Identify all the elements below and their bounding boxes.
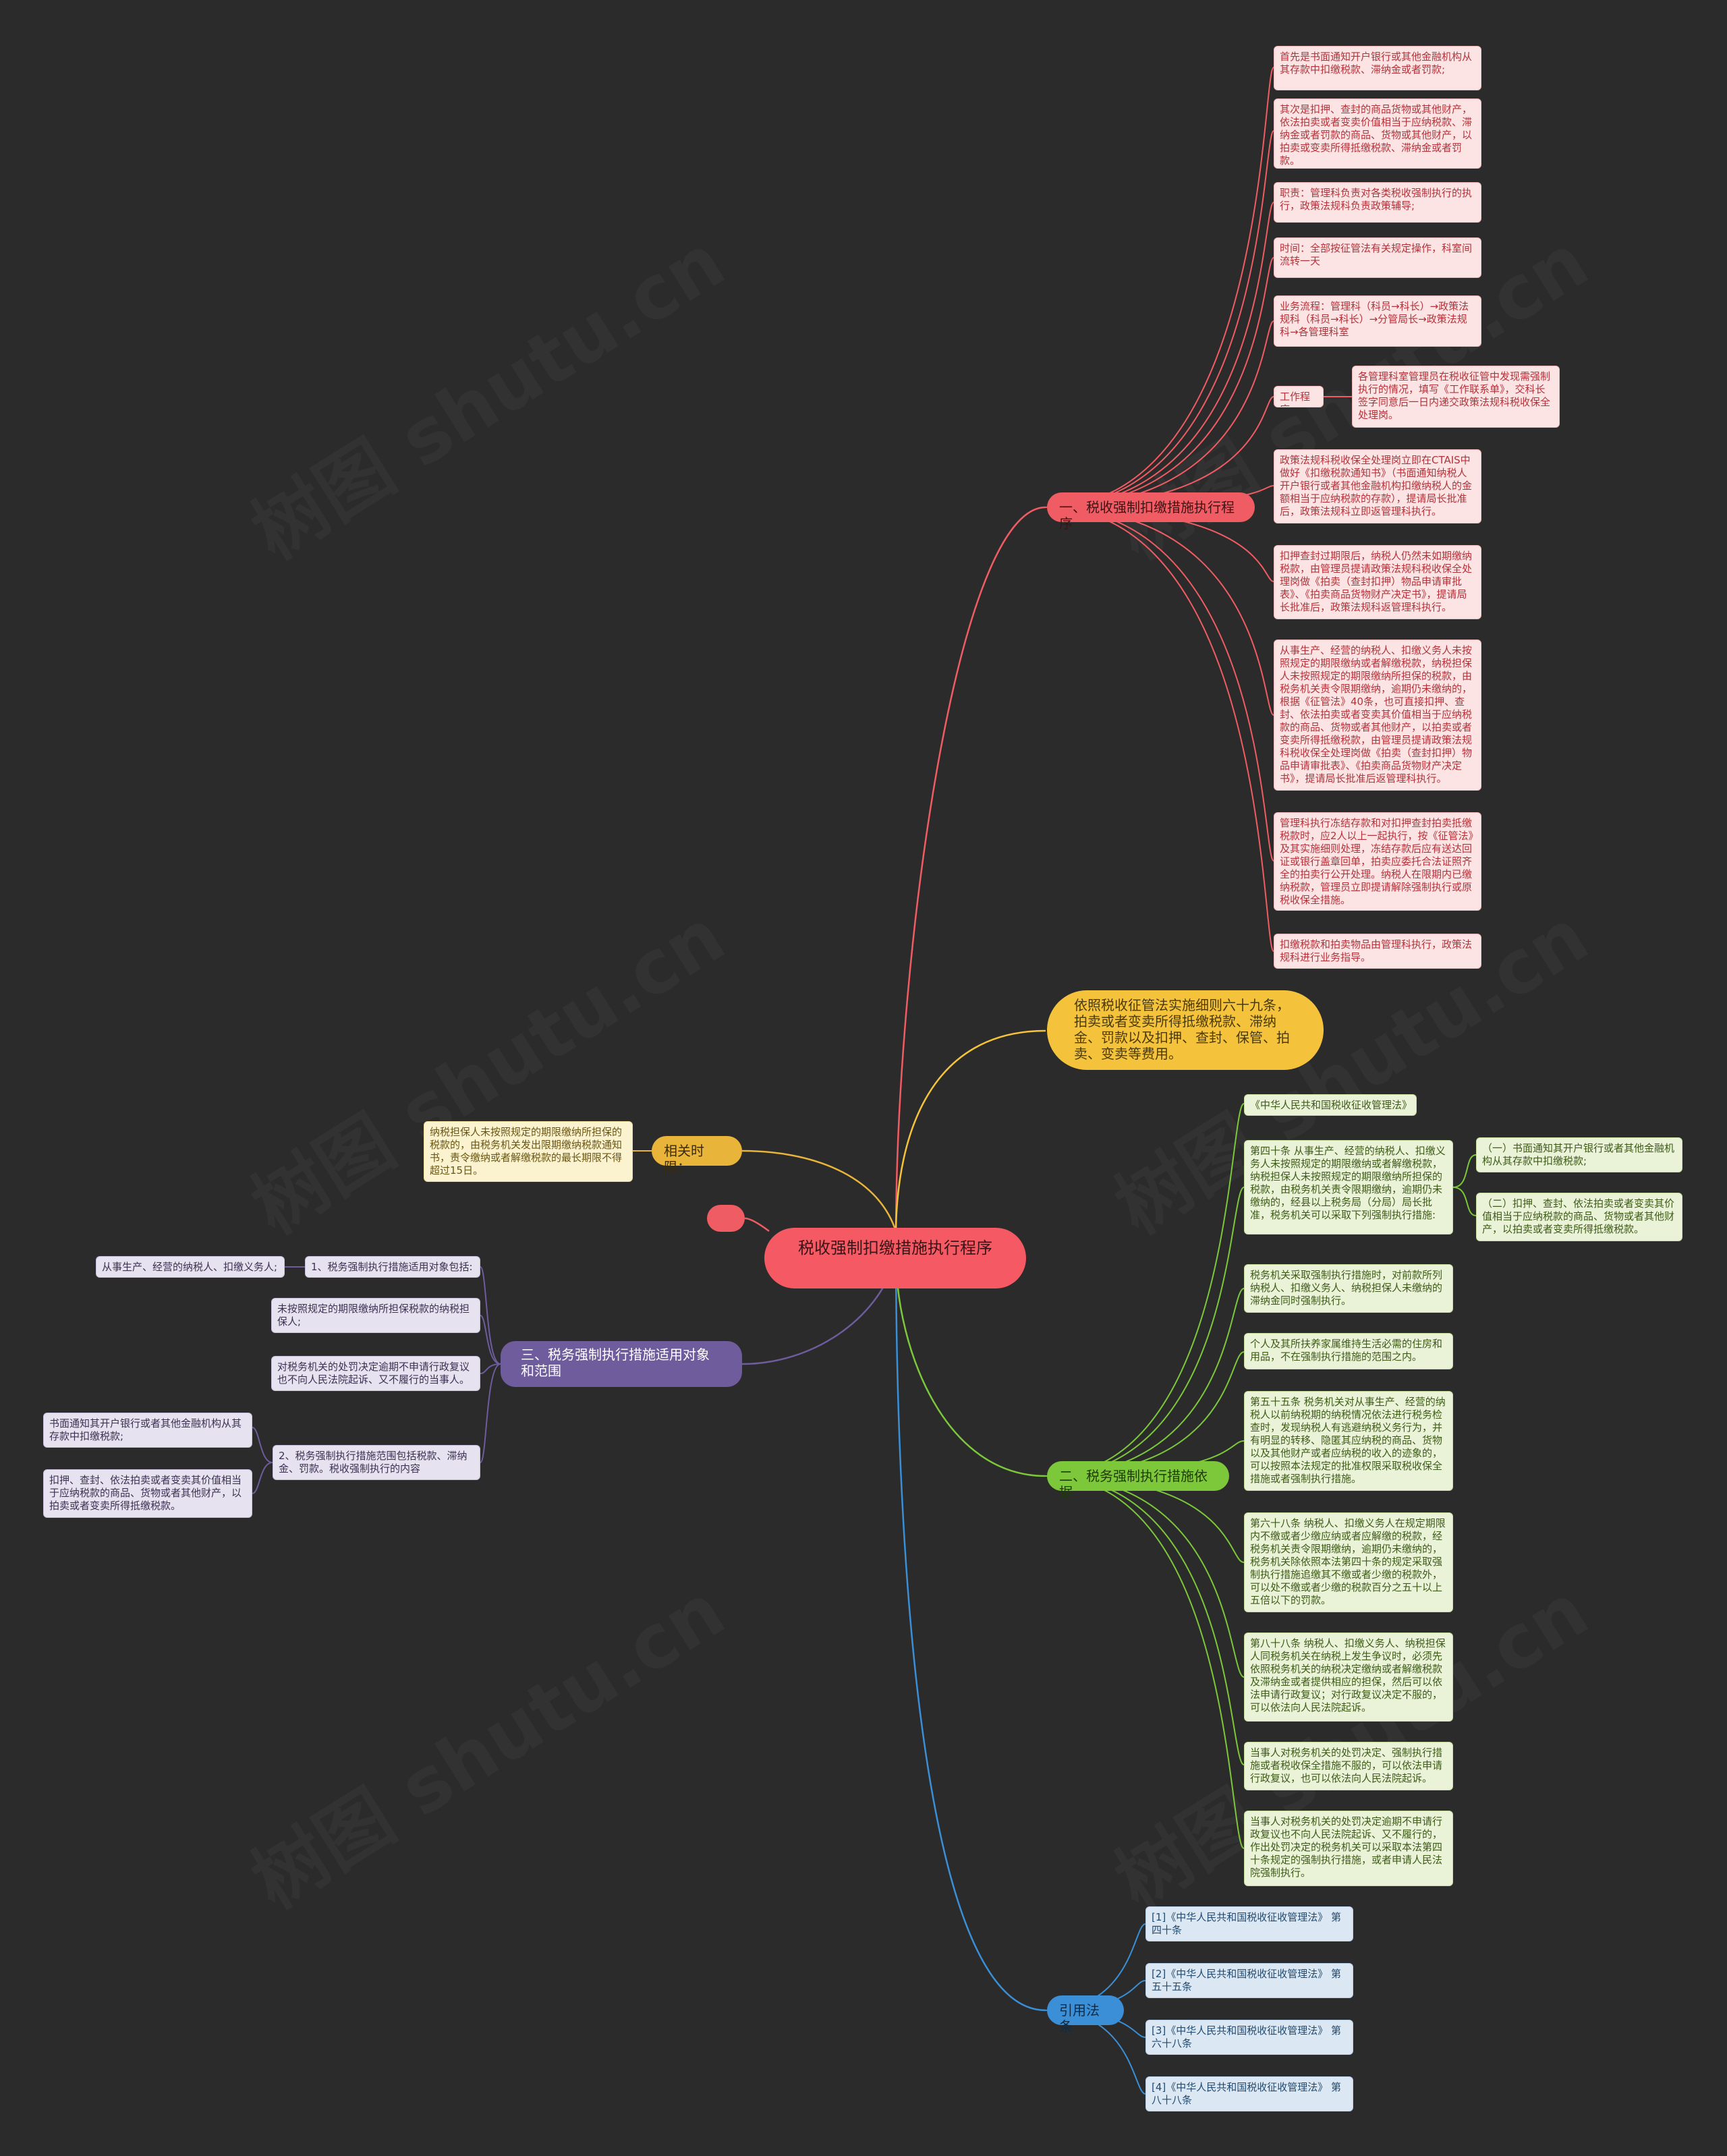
branch-scope[interactable]: 三、税务强制执行措施适用对象和范围 bbox=[501, 1341, 742, 1387]
b1-item[interactable]: 业务流程：管理科（科员→科长）→政策法规科（科员→科长）→分管局长→政策法规科→… bbox=[1274, 295, 1481, 347]
b2-item[interactable]: 第四十条 从事生产、经营的纳税人、扣缴义务人未按照规定的期限缴纳或者解缴税款，纳… bbox=[1244, 1140, 1453, 1235]
link-root-branch2 bbox=[895, 1257, 1046, 1477]
b2-item[interactable]: 第八十八条 纳税人、扣缴义务人、纳税担保人同税务机关在纳税上发生争议时，必须先依… bbox=[1244, 1633, 1453, 1722]
b1-subitem[interactable]: 各管理科室管理员在税收征管中发现需强制执行的情况，填写《工作联系单》，交科长签字… bbox=[1352, 366, 1560, 428]
branch-legal-basis[interactable]: 二、税务强制执行措施依据 bbox=[1047, 1461, 1229, 1500]
b2-item[interactable]: 第五十五条 税务机关对从事生产、经营的纳税人以前纳税期的纳税情况依法进行税务检查… bbox=[1244, 1391, 1453, 1491]
link-root-orange bbox=[741, 1150, 897, 1232]
b1-item[interactable]: 管理科执行冻结存款和对扣押查封拍卖抵缴税款时，应2人以上一起执行，按《征管法》及… bbox=[1274, 812, 1481, 911]
branch-time-limit[interactable]: 相关时限： bbox=[652, 1136, 742, 1175]
b3-item[interactable]: 1、税务强制执行措施适用对象包括: bbox=[305, 1256, 480, 1278]
b2-subitem[interactable]: （二）扣押、查封、依法拍卖或者变卖其价值相当于应纳税款的商品、货物或者其他财产，… bbox=[1476, 1193, 1682, 1241]
b1-item[interactable]: 扣押查封过期限后，纳税人仍然未如期缴纳税款，由管理员提请政策法规科税收保全处理岗… bbox=[1274, 545, 1481, 619]
b1-item[interactable]: 时间：全部按征管法有关规定操作，科室间流转一天 bbox=[1274, 237, 1481, 278]
root-node[interactable]: 税收强制扣缴措施执行程序 bbox=[764, 1228, 1026, 1288]
branch-enforcement-procedure[interactable]: 一、税收强制扣缴措施执行程序 bbox=[1047, 492, 1255, 532]
b1-item[interactable]: 其次是扣押、查封的商品货物或其他财产，依法拍卖或者变卖价值相当于应纳税款、滞纳金… bbox=[1274, 98, 1481, 169]
b2-item[interactable]: 税务机关采取强制执行措施时，对前款所列纳税人、扣缴义务人、纳税担保人未缴纳的滞纳… bbox=[1244, 1264, 1453, 1313]
b2-item[interactable]: 《中华人民共和国税收征收管理法》 bbox=[1244, 1094, 1417, 1116]
branch-auction-note[interactable]: 依照税收征管法实施细则六十九条，拍卖或者变卖所得抵缴税款、滞纳金、罚款以及扣押、… bbox=[1047, 990, 1324, 1070]
b1-item[interactable]: 从事生产、经营的纳税人、扣缴义务人未按照规定的期限缴纳或者解缴税款，纳税担保人未… bbox=[1274, 640, 1481, 791]
time-limit-item[interactable]: 纳税担保人未按照规定的期限缴纳所担保的税款的，由税务机关发出限期缴纳税款通知书，… bbox=[424, 1121, 633, 1182]
branch-cited-laws[interactable]: 引用法条 bbox=[1047, 1995, 1124, 2035]
b2-subitem[interactable]: （一）书面通知其开户银行或者其他金融机构从其存款中扣缴税款; bbox=[1476, 1137, 1682, 1172]
cited-law-item[interactable]: [2]《中华人民共和国税收征收管理法》 第五十五条 bbox=[1145, 1963, 1353, 1998]
b3-subitem[interactable]: 书面通知其开户银行或者其他金融机构从其存款中扣缴税款; bbox=[43, 1413, 252, 1448]
link-root-branch1 bbox=[895, 506, 1046, 1232]
b3-item[interactable]: 对税务机关的处罚决定逾期不申请行政复议也不向人民法院起诉、又不履行的当事人。 bbox=[271, 1356, 480, 1391]
b3-item[interactable]: 2、税务强制执行措施范围包括税款、滞纳金、罚款。税收强制执行的内容 bbox=[273, 1445, 480, 1480]
branch-empty-node[interactable] bbox=[707, 1205, 745, 1232]
cited-law-item[interactable]: [3]《中华人民共和国税收征收管理法》 第六十八条 bbox=[1145, 2020, 1353, 2055]
b3-item[interactable]: 未按照规定的期限缴纳所担保税款的纳税担保人; bbox=[271, 1298, 480, 1333]
b2-item[interactable]: 第六十八条 纳税人、扣缴义务人在规定期限内不缴或者少缴应纳或者应解缴的税款，经税… bbox=[1244, 1512, 1453, 1612]
b1-item[interactable]: 政策法规科税收保全处理岗立即在CTAIS中做好《扣缴税款通知书》（书面通知纳税人… bbox=[1274, 449, 1481, 523]
b2-item[interactable]: 当事人对税务机关的处罚决定逾期不申请行政复议也不向人民法院起诉、又不履行的，作出… bbox=[1244, 1811, 1453, 1886]
b1-item[interactable]: 职责：管理科负责对各类税收强制执行的执行，政策法规科负责政策辅导; bbox=[1274, 182, 1481, 223]
cited-law-item[interactable]: [1]《中华人民共和国税收征收管理法》 第四十条 bbox=[1145, 1906, 1353, 1941]
b1-item[interactable]: 首先是书面通知开户银行或其他金融机构从其存款中扣缴税款、滞纳金或者罚款; bbox=[1274, 46, 1481, 90]
b1-item[interactable]: 工作程序: bbox=[1274, 386, 1324, 407]
cited-law-item[interactable]: [4]《中华人民共和国税收征收管理法》 第八十八条 bbox=[1145, 2076, 1353, 2111]
b3-subitem[interactable]: 从事生产、经营的纳税人、扣缴义务人; bbox=[96, 1256, 285, 1278]
link-root-red-small bbox=[744, 1217, 770, 1232]
b2-item[interactable]: 当事人对税务机关的处罚决定、强制执行措施或者税收保全措施不服的，可以依法申请行政… bbox=[1244, 1742, 1453, 1790]
b2-item[interactable]: 个人及其所扶养家属维持生活必需的住房和用品，不在强制执行措施的范围之内。 bbox=[1244, 1333, 1453, 1369]
link-root-yellow bbox=[895, 1029, 1046, 1232]
link-root-blue bbox=[895, 1257, 1046, 2012]
b1-item[interactable]: 扣缴税款和拍卖物品由管理科执行，政策法规科进行业务指导。 bbox=[1274, 934, 1481, 969]
b3-subitem[interactable]: 扣押、查封、依法拍卖或者变卖其价值相当于应纳税款的商品、货物或者其他财产，以拍卖… bbox=[43, 1469, 252, 1518]
